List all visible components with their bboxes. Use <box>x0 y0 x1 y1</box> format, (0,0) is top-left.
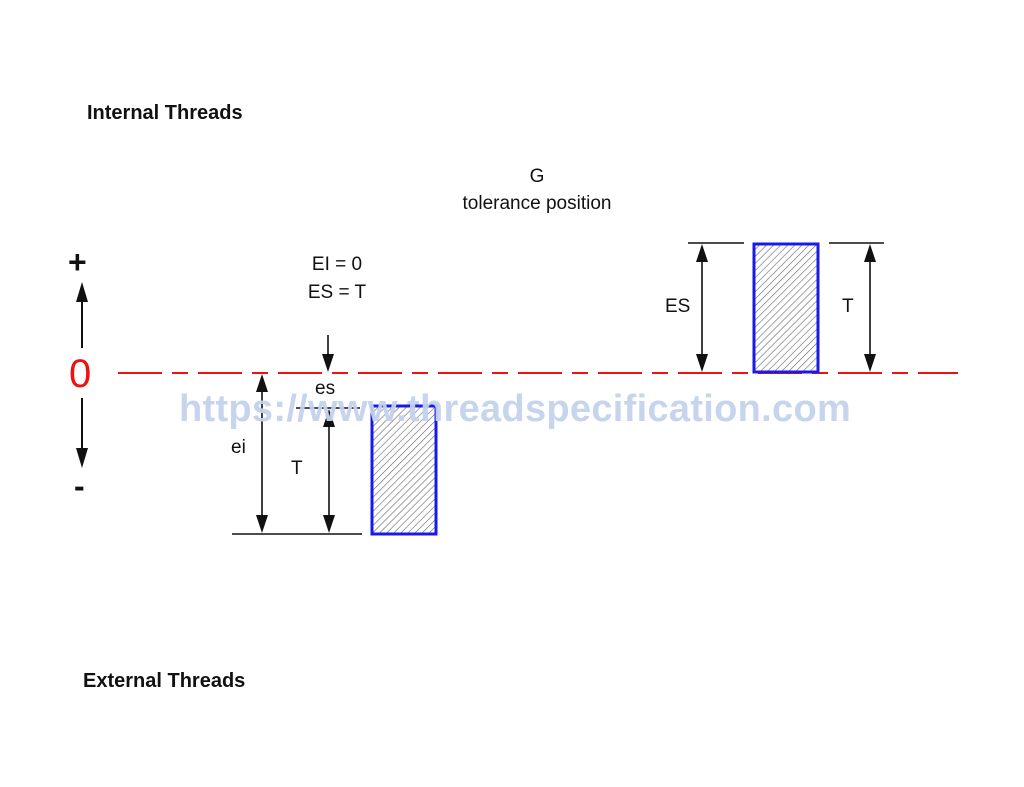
es-label: es <box>315 378 336 399</box>
formula-ES: ES = T <box>307 282 367 303</box>
watermark-url: https://www.threadspecification.com <box>179 388 852 430</box>
internal-T-dimension-arrow-icon <box>864 244 876 372</box>
formula-EI: EI = 0 <box>311 254 363 275</box>
external-T-dimension-arrow-icon <box>323 409 335 533</box>
ES-dimension-arrow-icon <box>696 244 708 372</box>
internal-tolerance-box <box>752 242 820 374</box>
tolerance-caption: tolerance position <box>462 193 612 214</box>
plus-sign: + <box>68 244 87 280</box>
internal-threads-heading: Internal Threads <box>87 102 243 124</box>
internal-ES-label: ES <box>665 296 691 317</box>
axis-down-arrow-icon <box>76 398 88 468</box>
external-tolerance-box <box>370 404 438 536</box>
internal-T-label: T <box>842 296 854 317</box>
ei-label: ei <box>231 437 246 458</box>
axis-up-arrow-icon <box>76 282 88 348</box>
external-threads-heading: External Threads <box>83 670 246 692</box>
ei-dimension-arrow-icon <box>256 374 268 533</box>
tolerance-letter: G <box>529 166 545 187</box>
minus-sign: - <box>74 468 85 504</box>
es-pointer-arrow-icon <box>322 335 334 372</box>
external-T-label: T <box>291 458 303 479</box>
zero-label: 0 <box>69 352 92 396</box>
